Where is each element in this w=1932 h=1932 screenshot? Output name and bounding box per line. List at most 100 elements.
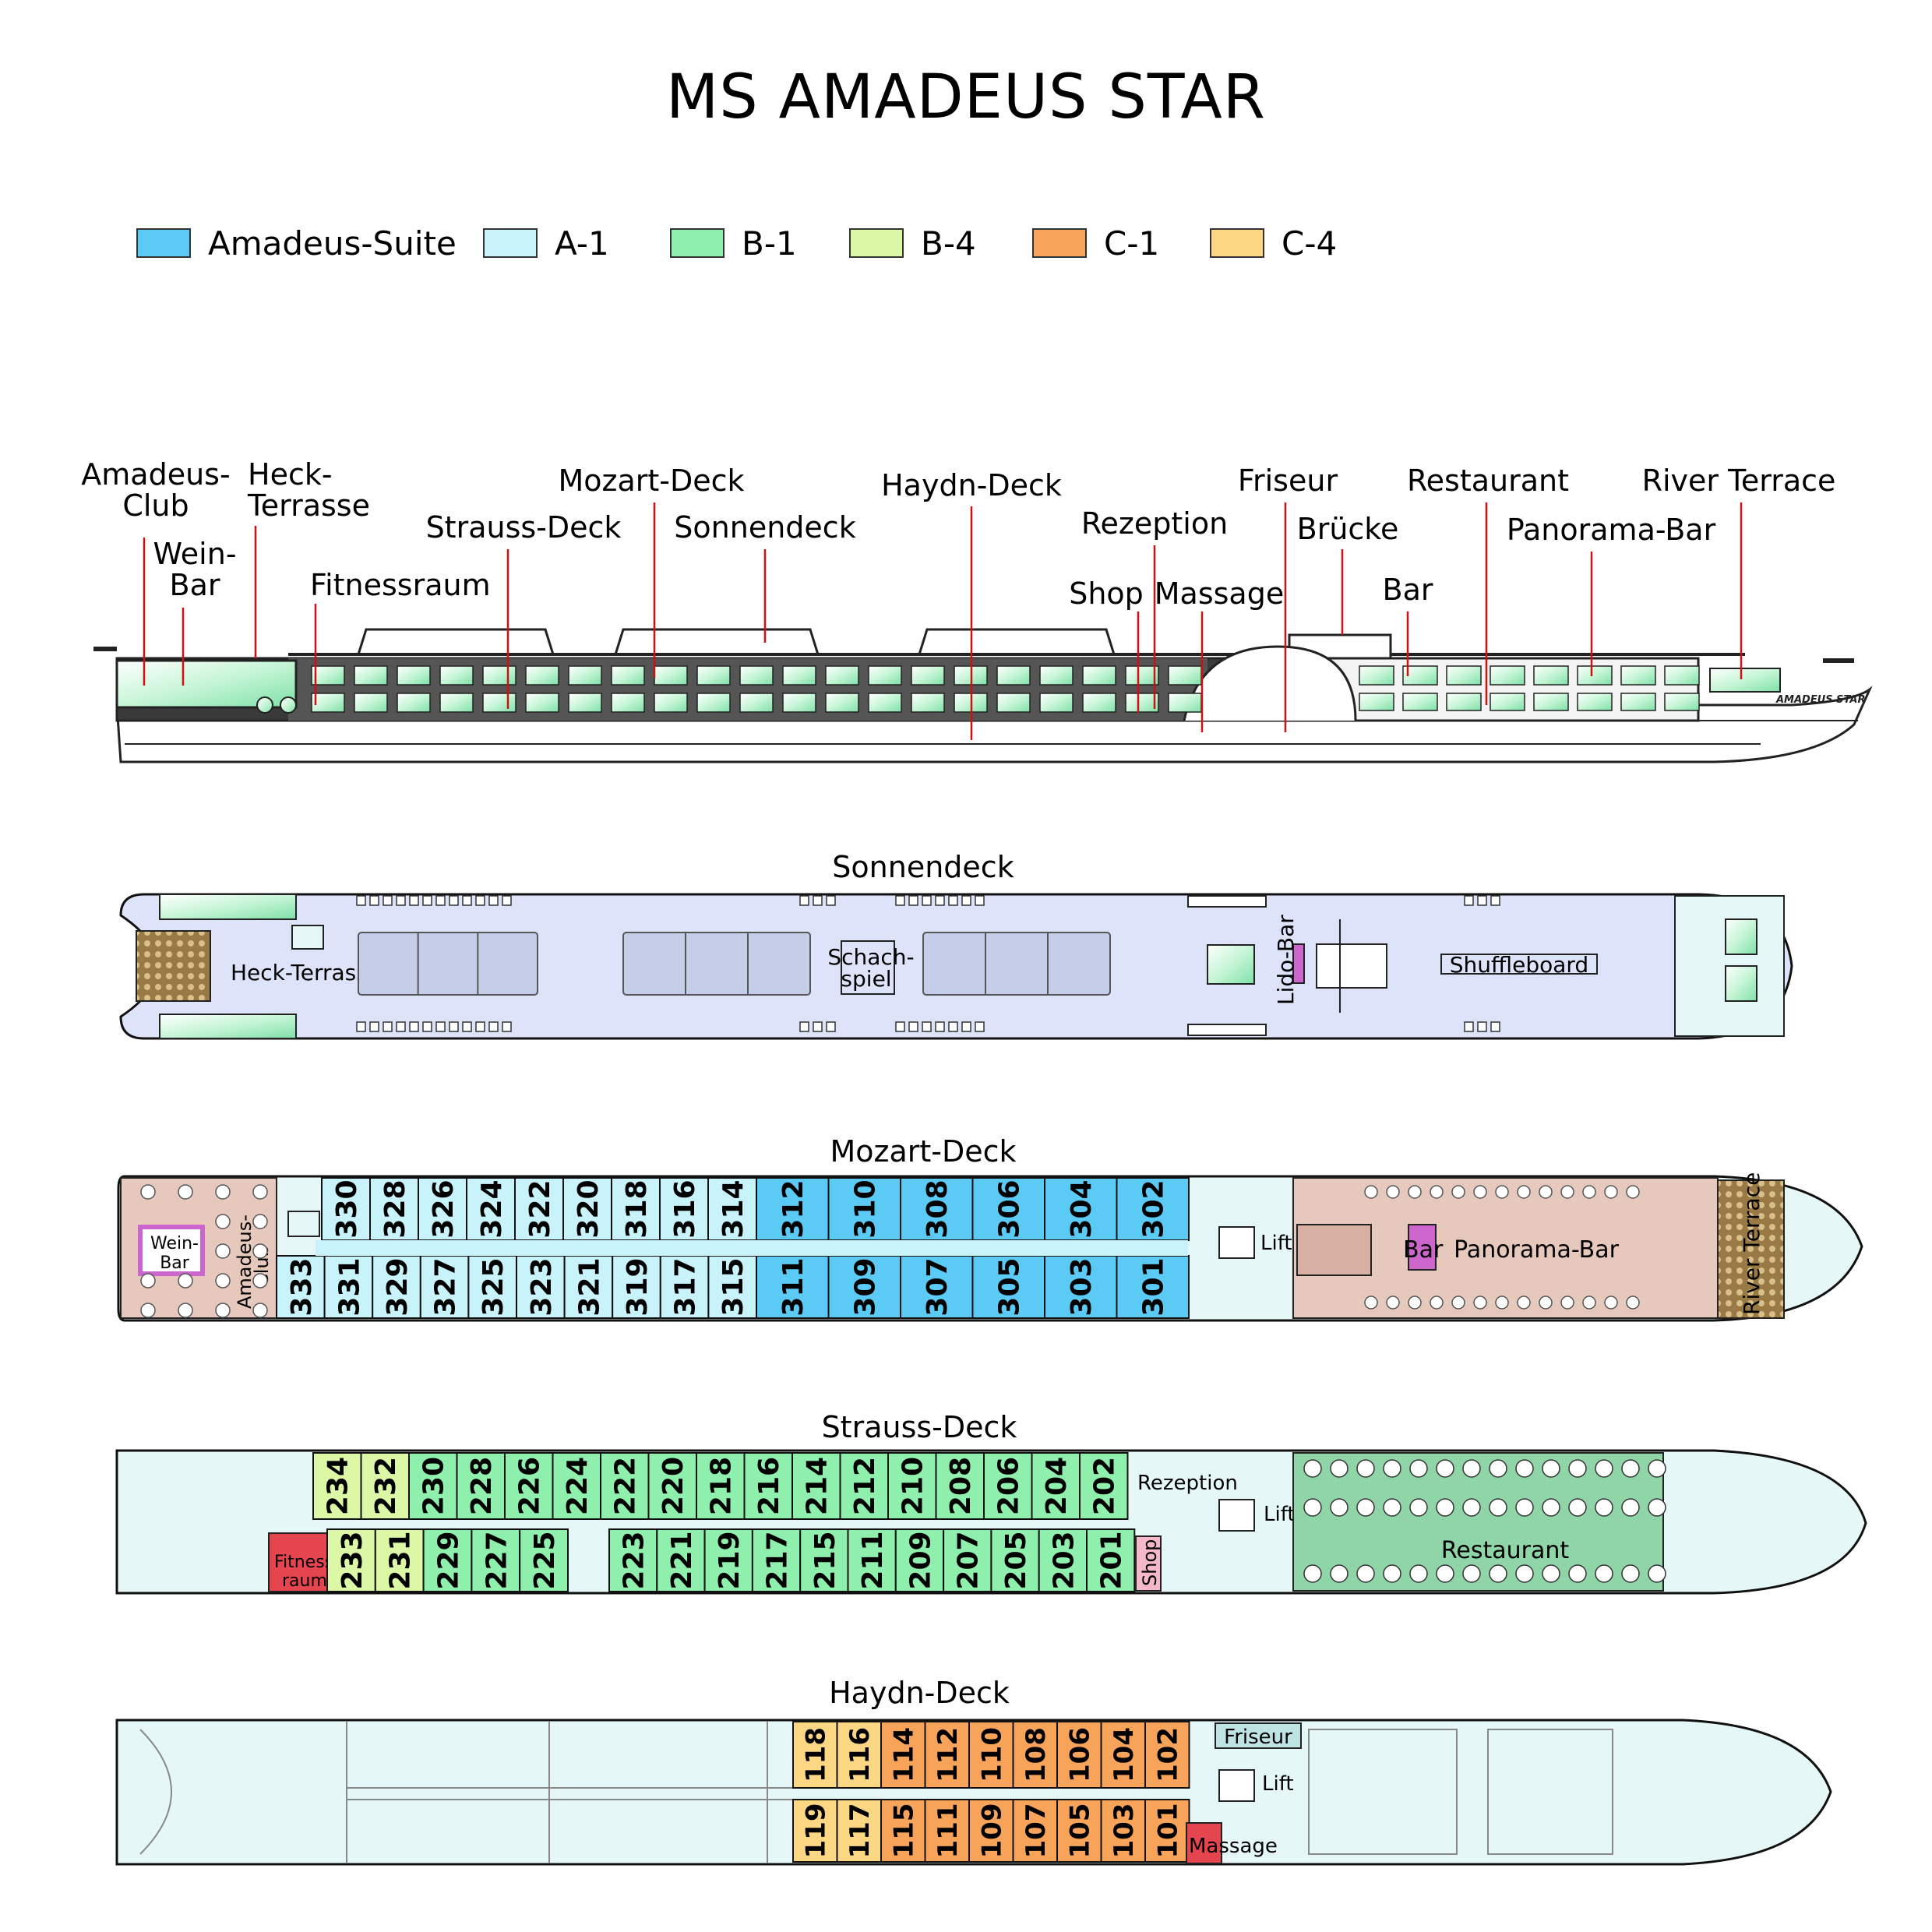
friseur-area	[1215, 1722, 1302, 1749]
club-seat	[178, 1303, 193, 1318]
callout-label: Shop	[1069, 576, 1144, 611]
callout-label: Brücke	[1297, 512, 1399, 546]
deck-chair	[935, 1021, 945, 1032]
callout-label: Massage	[1155, 576, 1284, 611]
shuffleboard-court	[1440, 954, 1598, 975]
gangway-top	[1187, 895, 1267, 908]
cabin-number: 227	[481, 1531, 513, 1589]
callout-label: Haydn-Deck	[881, 468, 1062, 502]
schachspiel-board	[841, 940, 895, 995]
profile-windows	[311, 665, 1700, 713]
cabin-number: 114	[888, 1727, 919, 1782]
cabin	[1086, 1528, 1136, 1592]
legend-swatch	[483, 228, 538, 258]
lift-label: Lift	[1262, 1772, 1294, 1796]
cabin-number: 215	[809, 1531, 841, 1589]
cabin-number: 212	[849, 1457, 881, 1515]
callout-label: Wein-	[153, 537, 236, 571]
restaurant-table	[1330, 1498, 1349, 1517]
sun-bed-zone	[622, 932, 811, 996]
cabin	[799, 1528, 849, 1592]
window	[482, 665, 516, 686]
cabin	[467, 1255, 518, 1319]
cabin-number: 319	[622, 1257, 654, 1316]
restaurant-table	[1568, 1459, 1587, 1478]
window	[397, 693, 431, 713]
window	[1039, 665, 1074, 686]
stair-box	[291, 925, 324, 950]
callout-label: Fitnessraum	[310, 568, 491, 602]
cabin	[1056, 1799, 1102, 1863]
cabin-number: 119	[800, 1803, 831, 1859]
window	[1359, 693, 1394, 711]
club-seat	[252, 1273, 268, 1289]
rezeption-label: Rezeption	[1137, 1472, 1238, 1495]
window	[1577, 665, 1613, 686]
cabin	[369, 1177, 419, 1241]
callout-label: Rezeption	[1081, 506, 1228, 541]
cabin-number: 316	[669, 1179, 701, 1238]
legend-label: C-4	[1282, 224, 1338, 263]
window	[654, 665, 688, 686]
window	[868, 665, 902, 686]
cabin-number: 308	[922, 1179, 954, 1238]
lounge-seat	[1451, 1296, 1465, 1310]
cabin	[659, 1255, 710, 1319]
window	[1490, 693, 1525, 711]
cabin-number: 302	[1138, 1179, 1170, 1238]
window	[525, 665, 559, 686]
sun-green-bottom	[159, 1014, 297, 1039]
cabin	[1079, 1452, 1129, 1520]
awning-3	[918, 628, 1116, 655]
deck-chair	[475, 895, 485, 906]
cabin	[1044, 1255, 1118, 1319]
restaurant-table	[1330, 1564, 1349, 1583]
cabin-number: 103	[1109, 1803, 1140, 1859]
cabin	[600, 1452, 650, 1520]
cabin	[1116, 1255, 1190, 1319]
lift-shaft	[1218, 1499, 1255, 1532]
cabin-number: 324	[476, 1179, 508, 1238]
cabin-number: 224	[562, 1457, 594, 1515]
deck-chair	[799, 895, 809, 906]
window	[1446, 693, 1482, 711]
legend-item: C-1	[1032, 224, 1159, 263]
club-seat	[215, 1214, 231, 1229]
cabin-number: 223	[619, 1531, 650, 1589]
cabin	[611, 1177, 661, 1241]
window	[311, 665, 345, 686]
bar-counter	[1408, 1224, 1437, 1271]
lounge-seat	[1473, 1296, 1487, 1310]
legend-swatch	[1032, 228, 1087, 258]
cabin-number: 222	[610, 1457, 642, 1515]
restaurant-table	[1489, 1564, 1507, 1583]
callout-label: Friseur	[1238, 464, 1338, 498]
deck-chair	[813, 895, 823, 906]
sun-bed-zone	[358, 932, 538, 996]
cabin	[971, 1177, 1045, 1241]
lounge-seat	[1560, 1185, 1574, 1199]
strauss-deck-title: Strauss-Deck	[822, 1410, 1017, 1444]
window	[354, 693, 388, 713]
window	[1533, 665, 1569, 686]
window	[568, 693, 602, 713]
cabin	[943, 1528, 992, 1592]
deck-chair	[409, 895, 419, 906]
shuffleboard-label: Shuffleboard	[1450, 952, 1588, 978]
lounge-tables	[140, 1184, 1640, 1318]
deck-chair	[948, 1021, 958, 1032]
cabin-number: 220	[658, 1457, 689, 1515]
restaurant-table	[1621, 1564, 1640, 1583]
cabin-number: 325	[478, 1257, 509, 1316]
deck-chair	[502, 895, 512, 906]
page-title: MS AMADEUS STAR	[665, 62, 1266, 132]
river-terrace-label: River Terrace	[1739, 1172, 1765, 1315]
bow-room	[1308, 1729, 1458, 1855]
cabin	[827, 1177, 901, 1241]
restaurant-table	[1383, 1459, 1401, 1478]
callout-label: Strauss-Deck	[426, 510, 622, 545]
callout-label: River Terrace	[1642, 464, 1836, 498]
mozart-deck-title: Mozart-Deck	[830, 1134, 1016, 1169]
deck-chair	[1477, 895, 1487, 906]
